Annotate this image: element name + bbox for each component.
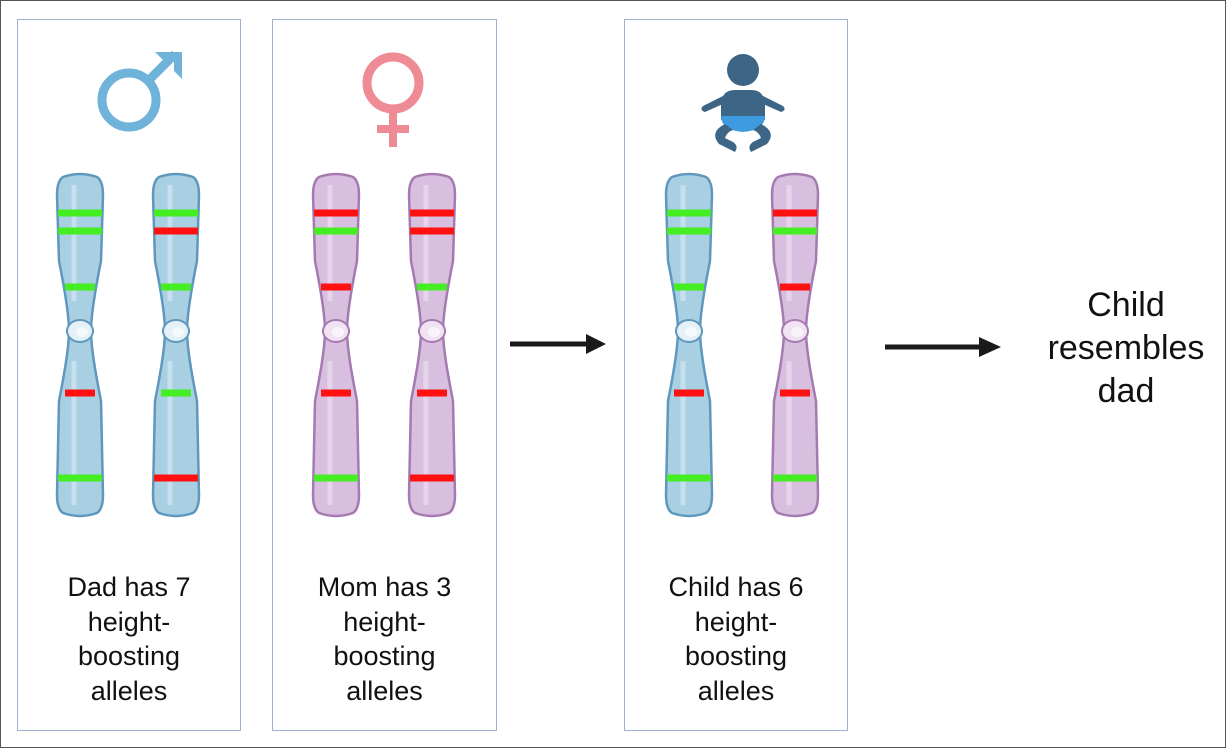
outcome-line: resembles — [1047, 329, 1205, 367]
caption-line: Child has 6 — [668, 572, 804, 602]
mom-panel: Mom has 3 height- boosting alleles — [272, 19, 497, 731]
caption-line: height- — [343, 606, 426, 637]
centromere-highlight — [791, 327, 803, 337]
baby-icon — [701, 54, 785, 152]
child-caption: Child has 6 height- boosting alleles — [625, 570, 847, 708]
non-boosting-allele — [65, 389, 95, 397]
centromere-highlight — [332, 327, 344, 337]
outcome-text: Child resembles dad — [1031, 284, 1221, 413]
caption-line: alleles — [90, 675, 168, 706]
height-boosting-allele — [58, 227, 102, 235]
chromosome-body — [770, 172, 820, 518]
non-boosting-allele — [780, 389, 810, 397]
inheritance-arrow — [510, 334, 606, 354]
non-boosting-allele — [314, 209, 358, 217]
non-boosting-allele — [773, 209, 817, 217]
child-panel: Child has 6 height- boosting alleles — [624, 19, 848, 731]
non-boosting-allele — [410, 209, 454, 217]
chromosome-body — [407, 172, 457, 518]
dad-panel: Dad has 7 height- boosting alleles — [17, 19, 241, 731]
centromere-highlight — [428, 327, 440, 337]
height-boosting-allele — [58, 209, 102, 217]
non-boosting-allele — [780, 283, 810, 291]
caption-line: boosting — [333, 641, 436, 671]
dad-chromosome-1 — [55, 172, 105, 518]
height-boosting-allele — [65, 283, 95, 291]
non-boosting-allele — [321, 283, 351, 291]
mom-chromosome-1 — [311, 172, 361, 518]
child-chromosome-1 — [664, 172, 714, 518]
caption-line: Mom has 3 — [317, 572, 452, 602]
non-boosting-allele — [417, 389, 447, 397]
caption-line: boosting — [684, 641, 788, 671]
dad-illustration — [55, 50, 201, 518]
chromosome-body — [55, 172, 105, 518]
chromosome-body — [311, 172, 361, 518]
non-boosting-allele — [410, 227, 454, 235]
mom-illustration — [311, 52, 457, 518]
height-boosting-allele — [314, 227, 358, 235]
centromere-highlight — [685, 327, 697, 337]
chromosome-body — [664, 172, 714, 518]
centromere-highlight — [172, 327, 184, 337]
height-boosting-allele — [773, 227, 817, 235]
height-boosting-allele — [667, 474, 711, 482]
non-boosting-allele — [154, 474, 198, 482]
caption-line: Dad has 7 — [67, 572, 191, 602]
child-illustration — [664, 54, 820, 518]
dad-caption: Dad has 7 height- boosting alleles — [18, 570, 240, 708]
caption-line: height- — [694, 606, 778, 637]
centromere-highlight — [76, 327, 88, 337]
height-boosting-allele — [161, 389, 191, 397]
height-boosting-allele — [667, 227, 711, 235]
child-chromosome-2 — [770, 172, 820, 518]
caption-line: height- — [87, 606, 171, 637]
height-boosting-allele — [154, 209, 198, 217]
non-boosting-allele — [154, 227, 198, 235]
non-boosting-allele — [674, 389, 704, 397]
caption-line: alleles — [697, 675, 775, 706]
caption-line: alleles — [346, 675, 423, 706]
height-boosting-allele — [674, 283, 704, 291]
male-symbol-icon — [97, 50, 182, 132]
dad-chromosome-2 — [151, 172, 201, 518]
height-boosting-allele — [667, 209, 711, 217]
height-boosting-allele — [58, 474, 102, 482]
outcome-line: dad — [1097, 372, 1155, 410]
outcome-arrow — [885, 337, 1001, 357]
caption-line: boosting — [77, 641, 181, 671]
height-boosting-allele — [314, 474, 358, 482]
height-boosting-allele — [417, 283, 447, 291]
mom-chromosome-2 — [407, 172, 457, 518]
outcome-line: Child — [1087, 286, 1165, 324]
chromosome-body — [151, 172, 201, 518]
height-boosting-allele — [161, 283, 191, 291]
mom-caption: Mom has 3 height- boosting alleles — [273, 570, 496, 708]
non-boosting-allele — [321, 389, 351, 397]
female-symbol-icon — [362, 52, 424, 147]
non-boosting-allele — [410, 474, 454, 482]
height-boosting-allele — [773, 474, 817, 482]
